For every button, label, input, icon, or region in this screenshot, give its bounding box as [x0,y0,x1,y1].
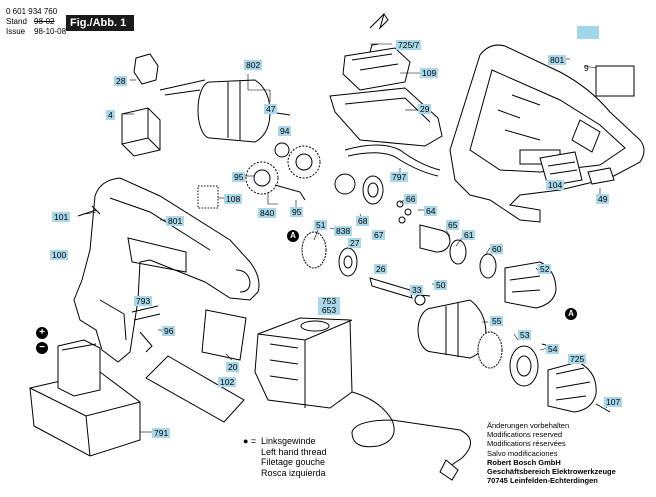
minus-terminal-icon: − [36,342,48,354]
thread-legend: ● = Linksgewinde Left hand thread Fileta… [243,436,327,478]
brush-holder [133,53,159,85]
part-20: 20 [226,362,240,372]
part-840: 840 [258,208,277,218]
part-28: 28 [114,76,128,86]
chuck-parts [477,331,611,413]
part-801-right: 801 [548,55,567,65]
part-753-653: 753 653 [318,297,340,315]
part-65: 65 [446,220,460,230]
note-es: Salvo modificaciones [487,448,558,458]
part-104: 104 [546,180,565,190]
doc-number: 0 601 934 760 [6,7,58,16]
legend-line-en: Left hand thread [261,446,327,457]
part-793: 793 [134,296,153,306]
part-47: 47 [264,104,278,114]
figure-label: Fig./Abb. 1 [66,15,134,31]
stand-value: 98-02 [34,17,55,26]
blue-marker [577,26,599,39]
part-838: 838 [334,226,353,236]
part-101: 101 [52,212,71,222]
gear-set [245,142,321,201]
marker-a-right: A [565,308,577,320]
marker-a-left: A [287,230,299,242]
part-29: 29 [418,104,432,114]
part-102: 102 [218,377,237,387]
stand-label: Stand [6,17,27,26]
clip-49 [587,167,615,185]
gear-housing [417,299,487,359]
legal-notes: Änderungen vorbehalten Modifications res… [487,421,616,485]
screw-101 [77,205,101,217]
spindle [369,277,431,306]
battery-pack [29,339,141,457]
company-name: Robert Bosch GmbH [487,457,561,467]
charger [254,317,353,409]
part-55: 55 [490,316,504,326]
part-54: 54 [546,344,560,354]
part-4: 4 [106,110,115,120]
charger-cable [351,391,471,467]
note-fr: Modifications réservées [487,439,566,449]
terminal-plate [539,151,583,187]
part-95-a: 95 [232,172,246,182]
part-109: 109 [420,68,439,78]
part-94: 94 [278,126,292,136]
switch-assembly [329,12,443,147]
part-68: 68 [356,216,370,226]
legend-line-es: Rosca izquierda [261,467,326,478]
plus-terminal-icon: + [36,327,48,339]
part-653: 653 [321,305,337,315]
part-801-left: 801 [166,216,185,226]
part-797: 797 [390,172,409,182]
legend-bullet: ● = [243,436,257,446]
company-address: 70745 Leinfelden-Echterdingen [487,476,598,486]
part-26: 26 [374,264,388,274]
part-64: 64 [424,206,438,216]
part-27: 27 [348,238,362,248]
issue-value: 98-10-08 [34,27,67,36]
part-66: 66 [404,194,418,204]
part-107: 107 [604,397,623,407]
part-95-b: 95 [290,207,304,217]
ring-gear [301,231,358,277]
part-53: 53 [518,330,532,340]
part-725: 725 [568,354,587,364]
part-67: 67 [372,230,386,240]
legend-line-de: Linksgewinde [261,436,316,446]
filter-pad [197,185,219,209]
part-61: 61 [462,230,476,240]
electronic-module [121,107,161,157]
part-96: 96 [162,326,176,336]
mains-plug [439,459,459,481]
part-49: 49 [596,194,610,204]
part-60: 60 [490,244,504,254]
part-100: 100 [50,250,69,260]
part-9: 9 [584,63,589,73]
housing-left-half [73,177,260,363]
note-en: Modifications reserved [487,430,563,440]
part-791: 791 [152,428,171,438]
motor [159,79,291,143]
belt-clip [131,305,161,353]
part-50: 50 [434,280,448,290]
part-51: 51 [314,220,328,230]
part-33: 33 [410,285,424,295]
motor-cable [344,144,441,177]
part-52: 52 [538,264,552,274]
part-108: 108 [224,194,243,204]
legend-line-fr: Filetage gouche [261,457,326,467]
company-division: Geschäftsbereich Elektrowerkzeuge [487,467,616,477]
part-725-7: 725/7 [396,40,422,50]
part-753: 753 [321,296,337,306]
label-plate [595,65,635,97]
part-802: 802 [244,60,263,70]
note-de: Änderungen vorbehalten [487,421,570,430]
side-panel [201,309,247,361]
issue-label: Issue [6,27,26,36]
